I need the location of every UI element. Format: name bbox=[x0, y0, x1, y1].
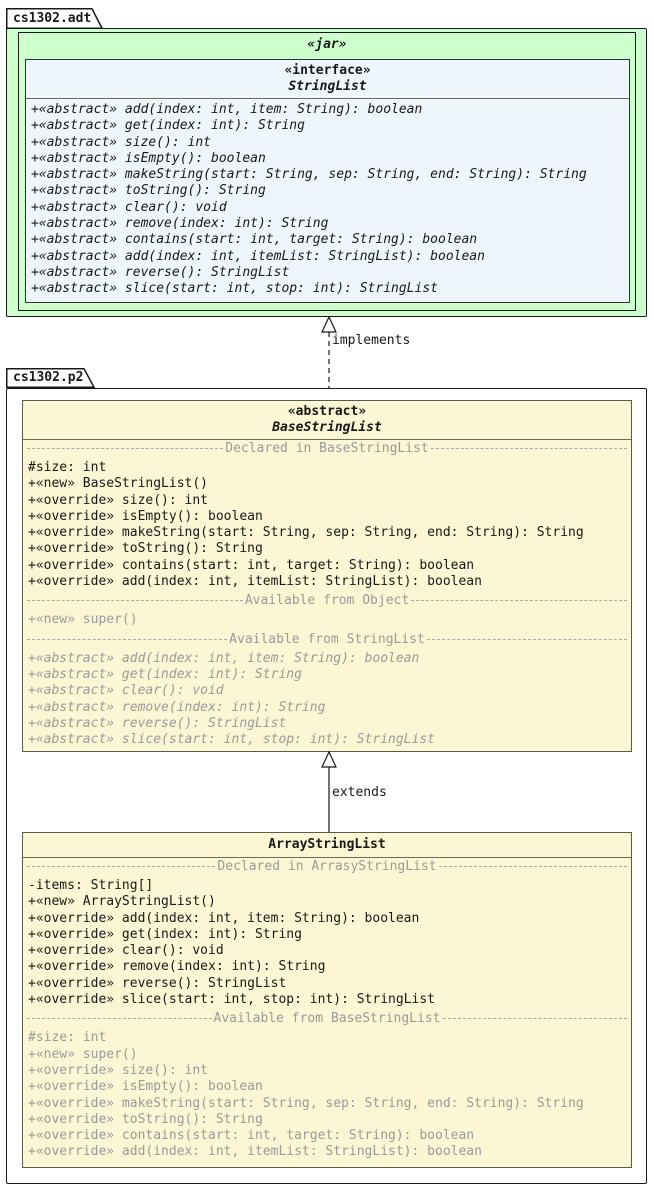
extends-label: extends bbox=[332, 785, 387, 800]
class-box-basestringlist: «abstract» BaseStringList Declared in Ba… bbox=[22, 400, 632, 752]
jar-stereotype: «jar» bbox=[307, 37, 347, 52]
member-line: +«abstract» clear(): void bbox=[28, 683, 224, 699]
package-body-adt: «jar» «interface» StringList +«abstract»… bbox=[6, 28, 647, 317]
basestringlist-abstract-members: +«abstract» add(index: int, item: String… bbox=[23, 648, 631, 751]
member-line: +«new» super() bbox=[28, 1046, 138, 1062]
implements-label: implements bbox=[332, 333, 411, 348]
section-available-from-stringlist: Available from StringList bbox=[23, 631, 631, 648]
package-name-p2: cs1302.p2 bbox=[13, 370, 84, 385]
member-line: +«override» isEmpty(): boolean bbox=[28, 508, 263, 524]
stringlist-members: +«abstract» add(index: int, item: String… bbox=[26, 99, 629, 300]
member-line: #size: int bbox=[28, 1030, 107, 1046]
member-line: +«abstract» makeString(start: String, se… bbox=[31, 167, 587, 183]
member-line: +«abstract» slice(start: int, stop: int)… bbox=[31, 281, 438, 297]
member-line: +«abstract» slice(start: int, stop: int)… bbox=[28, 732, 435, 748]
member-line: +«abstract» get(index: int): String bbox=[28, 666, 302, 682]
member-line: +«new» super() bbox=[28, 612, 138, 628]
jar-component: «jar» «interface» StringList +«abstract»… bbox=[18, 32, 636, 311]
member-line: +«override» makeString(start: String, se… bbox=[28, 1095, 584, 1111]
member-line: -items: String[] bbox=[28, 878, 154, 893]
member-line: +«abstract» add(index: int, item: String… bbox=[31, 102, 423, 117]
package-tab-adt: cs1302.adt bbox=[6, 8, 103, 29]
member-line: +«override» contains(start: int, target:… bbox=[28, 1128, 475, 1144]
member-line: +«new» BaseStringList() bbox=[28, 476, 209, 492]
member-line: +«override» size(): int bbox=[28, 1062, 209, 1078]
member-line: +«override» contains(start: int, target:… bbox=[28, 557, 475, 573]
member-line: +«abstract» contains(start: int, target:… bbox=[31, 232, 478, 248]
member-line: +«override» slice(start: int, stop: int)… bbox=[28, 992, 435, 1008]
stringlist-header: «interface» StringList bbox=[26, 60, 629, 99]
member-line: +«abstract» clear(): void bbox=[31, 199, 227, 215]
basestringlist-header: «abstract» BaseStringList bbox=[23, 401, 631, 440]
member-line: +«override» add(index: int, item: String… bbox=[28, 910, 420, 926]
class-box-arraystringlist: ArrayStringList Declared in ArrasyString… bbox=[22, 832, 632, 1168]
class-box-stringlist: «interface» StringList +«abstract» add(i… bbox=[25, 59, 630, 303]
member-line: #size: int bbox=[28, 460, 107, 475]
arraystringlist-inherited-members: #size: int+«new» super()+«override» size… bbox=[23, 1027, 631, 1162]
section-declared-basestringlist: Declared in BaseStringList bbox=[23, 440, 631, 457]
stringlist-name: StringList bbox=[288, 79, 367, 94]
arraystringlist-name: ArrayStringList bbox=[268, 837, 386, 852]
package-name-adt: cs1302.adt bbox=[13, 11, 92, 26]
member-line: +«override» toString(): String bbox=[28, 1111, 263, 1127]
member-line: +«abstract» remove(index: int): String bbox=[28, 699, 326, 715]
package-tab-shape bbox=[6, 368, 95, 388]
section-declared-arraystringlist: Declared in ArrasyStringList bbox=[23, 858, 631, 875]
section-available-from-object: Available from Object bbox=[23, 592, 631, 609]
member-line: +«override» clear(): void bbox=[28, 943, 224, 959]
member-line: +«abstract» reverse(): StringList bbox=[28, 715, 287, 731]
member-line: +«override» toString(): String bbox=[28, 541, 263, 557]
member-line: +«override» remove(index: int): String bbox=[28, 959, 326, 975]
member-line: +«override» add(index: int, itemList: St… bbox=[28, 1144, 482, 1160]
extends-arrow bbox=[321, 751, 337, 832]
member-line: +«new» ArrayStringList() bbox=[28, 894, 216, 910]
basestringlist-object-members: +«new» super() bbox=[23, 609, 631, 630]
member-line: +«override» add(index: int, itemList: St… bbox=[28, 574, 482, 590]
member-line: +«abstract» add(index: int, item: String… bbox=[28, 650, 420, 666]
member-line: +«abstract» size(): int bbox=[31, 134, 212, 150]
member-line: +«abstract» isEmpty(): boolean bbox=[31, 150, 266, 166]
member-line: +«override» get(index: int): String bbox=[28, 926, 302, 942]
stringlist-stereotype: «interface» bbox=[284, 63, 371, 78]
triangle-arrowhead-icon bbox=[321, 316, 337, 333]
member-line: +«override» makeString(start: String, se… bbox=[28, 525, 584, 541]
member-line: +«abstract» reverse(): StringList bbox=[31, 264, 290, 280]
package-tab-p2: cs1302.p2 bbox=[6, 368, 95, 388]
member-line: +«override» isEmpty(): boolean bbox=[28, 1079, 263, 1095]
basestringlist-declared-members: #size: int+«new» BaseStringList()+«overr… bbox=[23, 457, 631, 592]
member-line: +«abstract» toString(): String bbox=[31, 183, 266, 199]
member-line: +«abstract» add(index: int, itemList: St… bbox=[31, 248, 485, 264]
arraystringlist-declared-members: -items: String[]+«new» ArrayStringList()… bbox=[23, 875, 631, 1010]
member-line: +«abstract» get(index: int): String bbox=[31, 118, 305, 134]
arraystringlist-header: ArrayStringList bbox=[23, 833, 631, 858]
member-line: +«override» size(): int bbox=[28, 492, 209, 508]
member-line: +«abstract» remove(index: int): String bbox=[31, 216, 329, 232]
basestringlist-stereotype: «abstract» bbox=[287, 404, 367, 419]
triangle-arrowhead-icon bbox=[321, 751, 337, 768]
member-line: +«override» reverse(): StringList bbox=[28, 975, 287, 991]
basestringlist-name: BaseStringList bbox=[272, 420, 382, 435]
section-available-from-basestringlist: Available from BaseStringList bbox=[23, 1010, 631, 1027]
